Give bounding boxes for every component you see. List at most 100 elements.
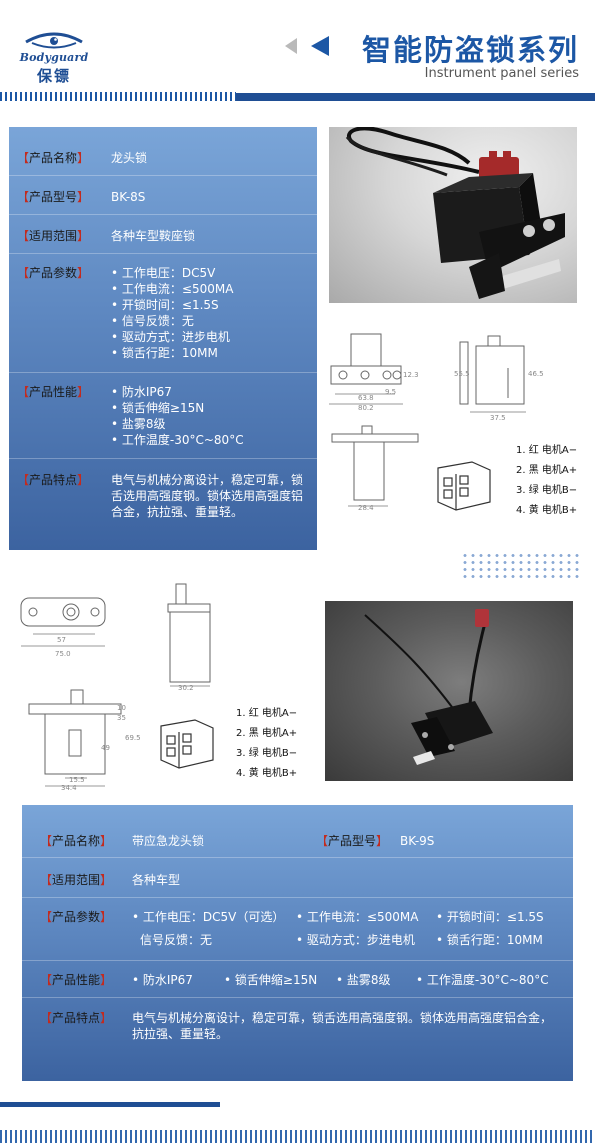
dim-label: 57 [57, 636, 66, 644]
param-item: • 开锁时间：≤1.5S [436, 910, 544, 924]
product2-side-view-drawing: 30.2 [167, 583, 211, 692]
brand-logo: Bodyguard 保镖 [14, 32, 94, 86]
feature-line: 舌选用高强度钢。锁体选用高强度铝 [111, 489, 304, 503]
param-item: • 开锁时间：≤1.5S [111, 298, 219, 312]
product2-photo [325, 601, 573, 781]
wire-item: 3. 绿 电机B− [516, 485, 578, 496]
dim-label: 37.5 [490, 414, 506, 422]
divider [22, 897, 573, 898]
dim-label: 75.0 [55, 650, 71, 658]
dim-label: 49 [101, 744, 110, 752]
dim-label: 63.8 [358, 394, 374, 402]
dim-label: 9.5 [385, 388, 396, 396]
wire-item: 1. 红 电机A− [516, 445, 578, 456]
product2-name-label: 产品名称 [52, 834, 101, 848]
divider [22, 857, 573, 858]
product2-spec-panel: 【产品名称】 带应急龙头锁 【产品型号】 BK-9S 【适用范围】 各种车型 【… [22, 805, 573, 1081]
perf-item: • 盐雾8级 [336, 973, 391, 987]
wire-item: 4. 黄 电机B+ [516, 505, 578, 516]
perf-item: • 锁舌伸缩≥15N [224, 973, 318, 987]
wire-item: 1. 红 电机A− [236, 708, 298, 719]
product2-name-value: 带应急龙头锁 [132, 834, 205, 848]
param-item: • 驱动方式：步进电机 [296, 933, 415, 947]
eye-logo-icon [25, 32, 83, 49]
dim-label: 10 [117, 704, 126, 712]
product1-perf-label: 产品性能 [29, 385, 78, 399]
param-item: • 工作电流：≤500MA [296, 910, 419, 924]
product2-features-text: 电气与机械分离设计，稳定可靠，锁舌选用高强度钢。锁体选用高强度铝合金， 抗拉强、… [132, 1010, 552, 1042]
dim-label: 34.4 [61, 784, 77, 792]
divider [9, 253, 317, 254]
product1-name-label: 产品名称 [29, 151, 78, 165]
product1-model-value: BK-8S [111, 190, 146, 204]
dim-label: 15.5 [69, 776, 85, 784]
wire-item: 2. 黑 电机A+ [516, 465, 578, 476]
product2-model-value: BK-9S [400, 834, 435, 848]
param-item: • 工作电压：DC5V（可选） [132, 910, 285, 924]
param-item: 信号反馈：无 [140, 933, 213, 947]
param-item: • 工作电流：≤500MA [111, 282, 234, 296]
divider [9, 175, 317, 176]
product1-params-list: • 工作电压：DC5V • 工作电流：≤500MA • 开锁时间：≤1.5S •… [111, 265, 233, 361]
product1-params-label: 产品参数 [29, 266, 78, 280]
logo-text-en: Bodyguard [19, 51, 89, 64]
page-subtitle: Instrument panel series [424, 66, 579, 81]
dim-label: 46.5 [528, 370, 544, 378]
product1-model-label: 产品型号 [29, 190, 78, 204]
dim-label: 30.2 [178, 684, 194, 692]
product1-side-view-drawing: 55.5 46.5 37.5 [454, 335, 544, 422]
feature-line: 电气与机械分离设计，稳定可靠，锁 [111, 473, 304, 487]
product1-scope-label: 适用范围 [29, 229, 78, 243]
product2-front-view-drawing: 10 35 69.5 49 15.5 34.4 [28, 689, 141, 792]
product2-connector-icon [160, 719, 214, 769]
product1-spec-panel: 【产品名称】 龙头锁 【产品型号】 BK-8S 【适用范围】 各种车型鞍座锁 【… [9, 127, 317, 550]
param-item: • 驱动方式：进步电机 [111, 330, 230, 344]
wire-item: 3. 绿 电机B− [236, 748, 298, 759]
feature-line: 抗拉强、重量轻。 [132, 1027, 229, 1041]
product2-wiring-list: 1. 红 电机A− 2. 黑 电机A+ 3. 绿 电机B− 4. 黄 电机B+ [236, 704, 297, 784]
product1-perf-list: • 防水IP67 • 锁舌伸缩≥15N • 盐雾8级 • 工作温度-30°C~8… [111, 384, 244, 448]
param-item: • 锁舌行距：10MM [111, 346, 218, 360]
footer-stripe-decoration [0, 1130, 595, 1143]
feature-line: 电气与机械分离设计，稳定可靠，锁舌选用高强度钢。锁体选用高强度铝合金， [132, 1011, 553, 1025]
perf-item: • 盐雾8级 [111, 417, 166, 431]
footer-bar-divider [0, 1102, 220, 1107]
perf-item: • 锁舌伸缩≥15N [111, 401, 205, 415]
product2-params-label: 产品参数 [52, 910, 101, 924]
divider [9, 458, 317, 459]
product1-features-label: 产品特点 [29, 473, 78, 487]
divider [22, 997, 573, 998]
page-title: 智能防盗锁系列 [361, 33, 579, 67]
product1-features-text: 电气与机械分离设计，稳定可靠，锁 舌选用高强度钢。锁体选用高强度铝 合金，抗拉强… [111, 472, 303, 520]
product1-wiring-list: 1. 红 电机A− 2. 黑 电机A+ 3. 绿 电机B− 4. 黄 电机B+ [516, 441, 577, 521]
product2-scope-label: 适用范围 [52, 873, 101, 887]
perf-item: • 工作温度-30°C~80°C [416, 973, 549, 987]
product2-scope-value: 各种车型 [132, 873, 181, 887]
product1-bottom-view-drawing: 28.4 [331, 425, 419, 512]
logo-text-cn: 保镖 [36, 67, 71, 85]
perf-item: • 工作温度-30°C~80°C [111, 433, 244, 447]
param-item: • 工作电压：DC5V [111, 266, 216, 280]
product2-top-view-drawing: 57 75.0 [20, 597, 106, 658]
dim-label: 35 [117, 714, 126, 722]
divider [9, 372, 317, 373]
dim-label: 55.5 [454, 370, 470, 378]
dim-label: 12.3 [403, 371, 419, 379]
product2-perf-label: 产品性能 [52, 973, 101, 987]
perf-item: • 防水IP67 [132, 973, 193, 987]
divider [9, 214, 317, 215]
product1-front-view-drawing: 63.8 80.2 12.3 9.5 [329, 333, 419, 412]
dot-pattern-decoration [461, 552, 581, 582]
lock-product-image [364, 609, 493, 765]
divider [22, 960, 573, 961]
wire-item: 2. 黑 电机A+ [236, 728, 298, 739]
lock-product-image [345, 127, 565, 299]
param-item: • 信号反馈：无 [111, 314, 194, 328]
product1-photo [329, 127, 577, 303]
product1-name-value: 龙头锁 [111, 151, 148, 165]
param-item: • 锁舌行距：10MM [436, 933, 543, 947]
wire-item: 4. 黄 电机B+ [236, 768, 298, 779]
product2-model-label: 产品型号 [328, 834, 377, 848]
dim-label: 80.2 [358, 404, 374, 412]
header-stripe-divider [0, 92, 236, 101]
